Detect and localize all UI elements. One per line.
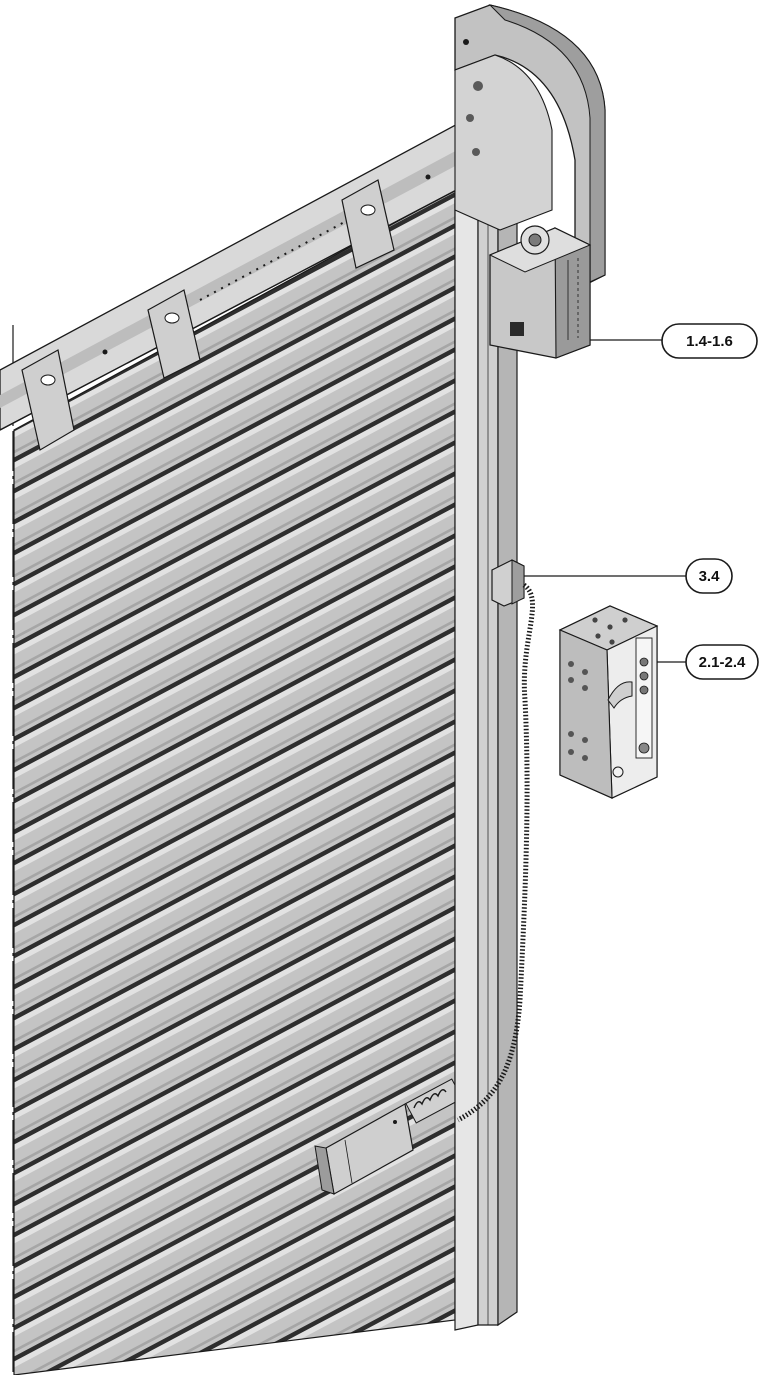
spiral-cable — [456, 582, 535, 1123]
shaft-ring — [147, 289, 201, 379]
callout-label-motor: 1.4-1.6 — [686, 333, 733, 350]
end-plate-housing — [454, 4, 606, 292]
side-guide-rail — [454, 175, 518, 1331]
shaft-ring — [21, 349, 75, 451]
side-mount-holes — [568, 661, 588, 761]
shaft-ring — [341, 179, 395, 269]
control-unit — [558, 605, 659, 799]
top-mount-holes — [592, 617, 628, 645]
button-icon — [639, 671, 649, 681]
drive-motor — [488, 225, 592, 359]
callout-control: 2.1-2.4 — [685, 644, 759, 680]
callout-switch: 3.4 — [685, 558, 733, 594]
handle-icon — [607, 681, 633, 709]
wall-switch — [491, 559, 525, 607]
callout-label-control: 2.1-2.4 — [699, 654, 746, 671]
bottom-bracket — [314, 1103, 414, 1195]
callout-motor: 1.4-1.6 — [661, 323, 758, 359]
button-icon — [639, 685, 649, 695]
button-icon — [639, 657, 649, 667]
key-switch-icon — [612, 766, 624, 778]
control-panel-strip — [635, 637, 653, 759]
callout-label-switch: 3.4 — [699, 568, 721, 585]
motor-window — [510, 322, 524, 336]
